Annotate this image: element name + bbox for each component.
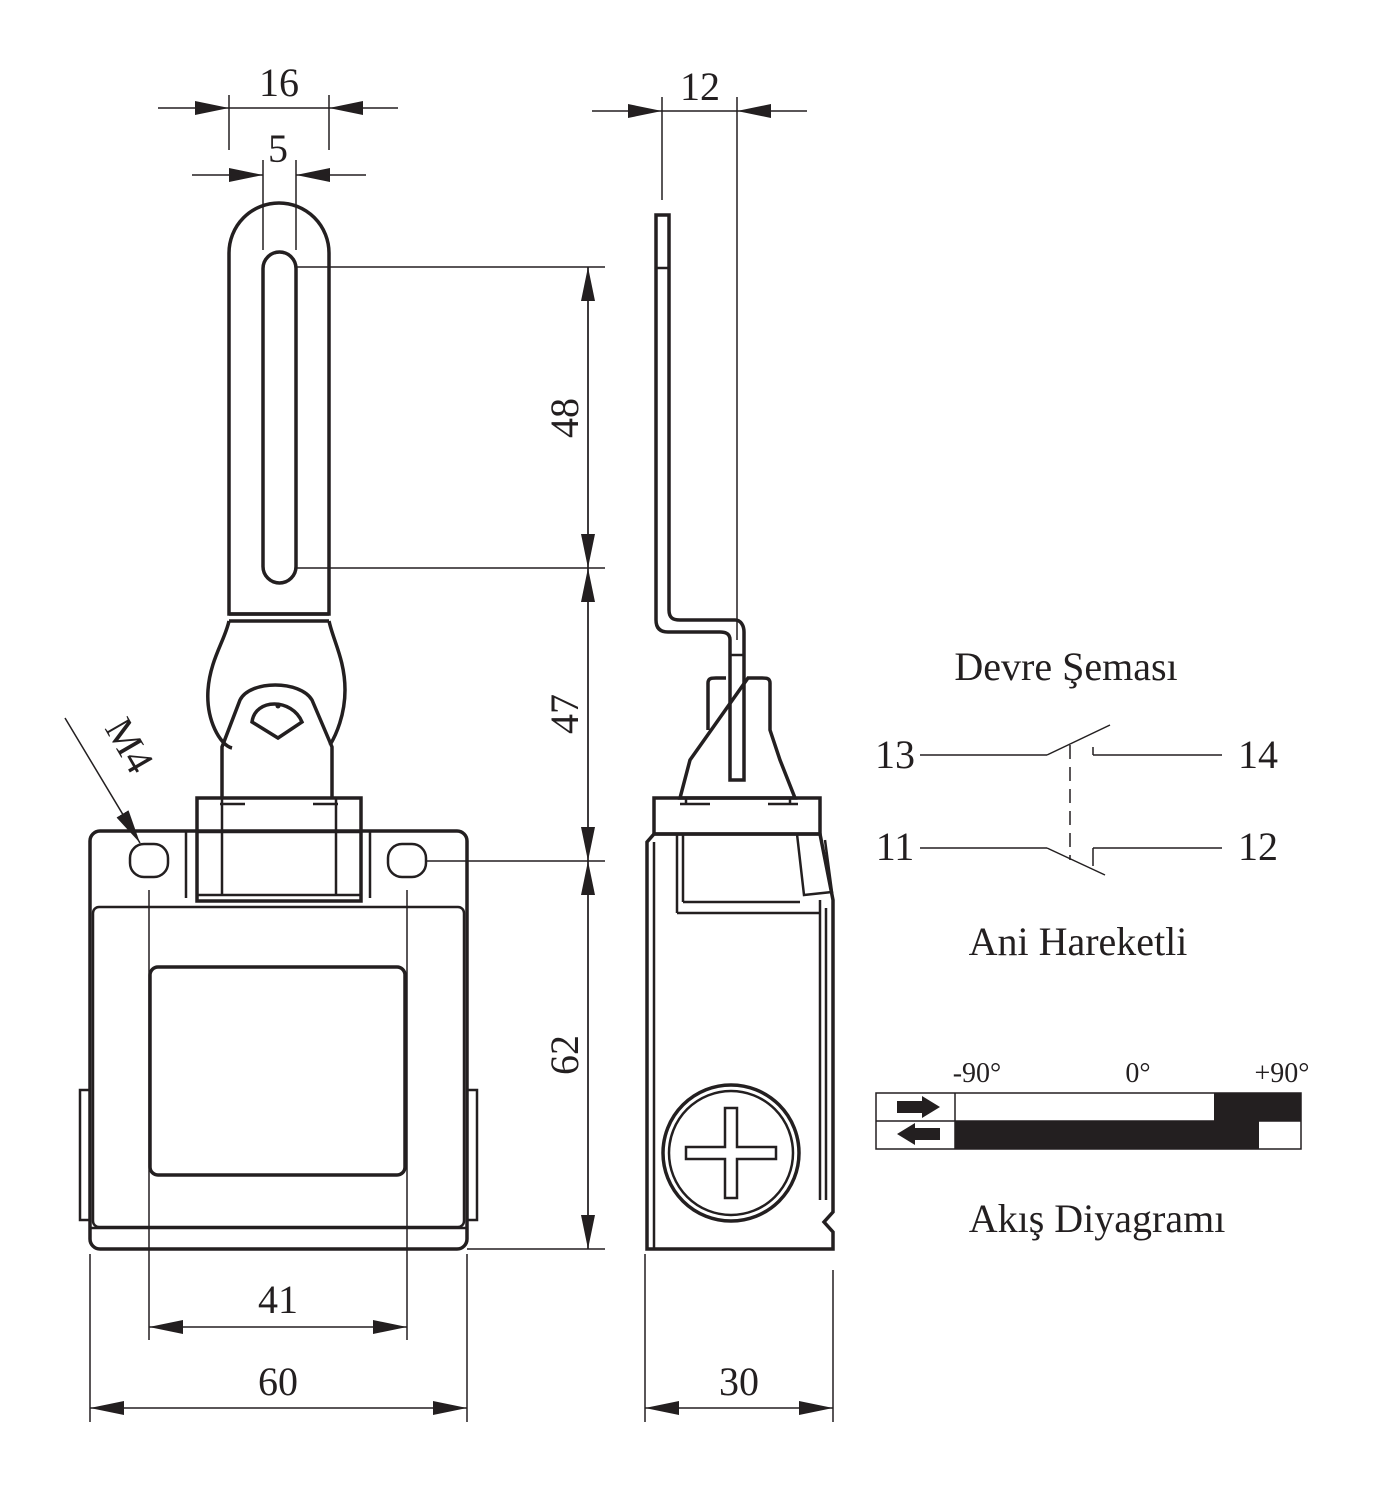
side-dimensions: 12 30 xyxy=(592,64,834,1422)
forward-arrow-icon xyxy=(897,1096,940,1118)
flow-title: Akış Diyagramı xyxy=(969,1196,1226,1241)
dim-hole-label: M4 xyxy=(96,710,163,781)
angle-right: +90° xyxy=(1255,1058,1310,1089)
terminal-14: 14 xyxy=(1238,732,1278,777)
dim-lever-offset: 12 xyxy=(680,64,720,109)
front-view xyxy=(78,201,479,1251)
dim-body-height: 62 xyxy=(542,1035,587,1075)
angle-mid: 0° xyxy=(1125,1058,1150,1089)
reverse-arrow-icon xyxy=(897,1123,940,1145)
dim-actuator-height: 47 xyxy=(542,694,587,734)
mount-hole-left xyxy=(128,842,170,879)
dim-body-width: 60 xyxy=(258,1359,298,1404)
actuator-neck xyxy=(220,683,334,798)
dim-mount-spacing: 41 xyxy=(258,1277,298,1322)
circuit-subtitle: Ani Hareketli xyxy=(969,919,1188,964)
dim-body-depth: 30 xyxy=(719,1359,759,1404)
front-dimensions: 16 5 M4 41 60 xyxy=(64,60,468,1422)
flow-bar-nc xyxy=(955,1121,1259,1149)
gland-cross-icon xyxy=(684,1106,778,1200)
head-collar xyxy=(195,796,363,903)
lever-arm-outline xyxy=(227,201,331,616)
flow-diagram: -90° 0° +90° Akış Diyagramı xyxy=(875,1058,1310,1241)
vertical-dimensions: 48 47 62 xyxy=(296,266,605,1250)
terminal-11: 11 xyxy=(876,824,915,869)
circuit-title: Devre Şeması xyxy=(954,644,1177,689)
terminal-12: 12 xyxy=(1238,824,1278,869)
mount-hole-right xyxy=(386,842,428,879)
front-cover-window xyxy=(148,965,407,1177)
lever-hub xyxy=(206,620,233,750)
circuit-diagram: Devre Şeması 13 14 11 12 Ani Hareketli xyxy=(875,644,1278,964)
dim-slot-length: 48 xyxy=(542,398,587,438)
switch-body xyxy=(88,829,469,1251)
angle-left: -90° xyxy=(953,1058,1002,1089)
lever-slot xyxy=(261,250,298,585)
terminal-13: 13 xyxy=(875,732,915,777)
dim-top-width: 16 xyxy=(259,60,299,105)
flow-bar-no xyxy=(1214,1093,1301,1121)
dim-slot-width: 5 xyxy=(268,126,288,171)
side-lever-blade xyxy=(654,213,746,782)
side-body xyxy=(645,832,835,1251)
side-view xyxy=(645,213,835,1251)
cable-gland xyxy=(661,1083,801,1223)
